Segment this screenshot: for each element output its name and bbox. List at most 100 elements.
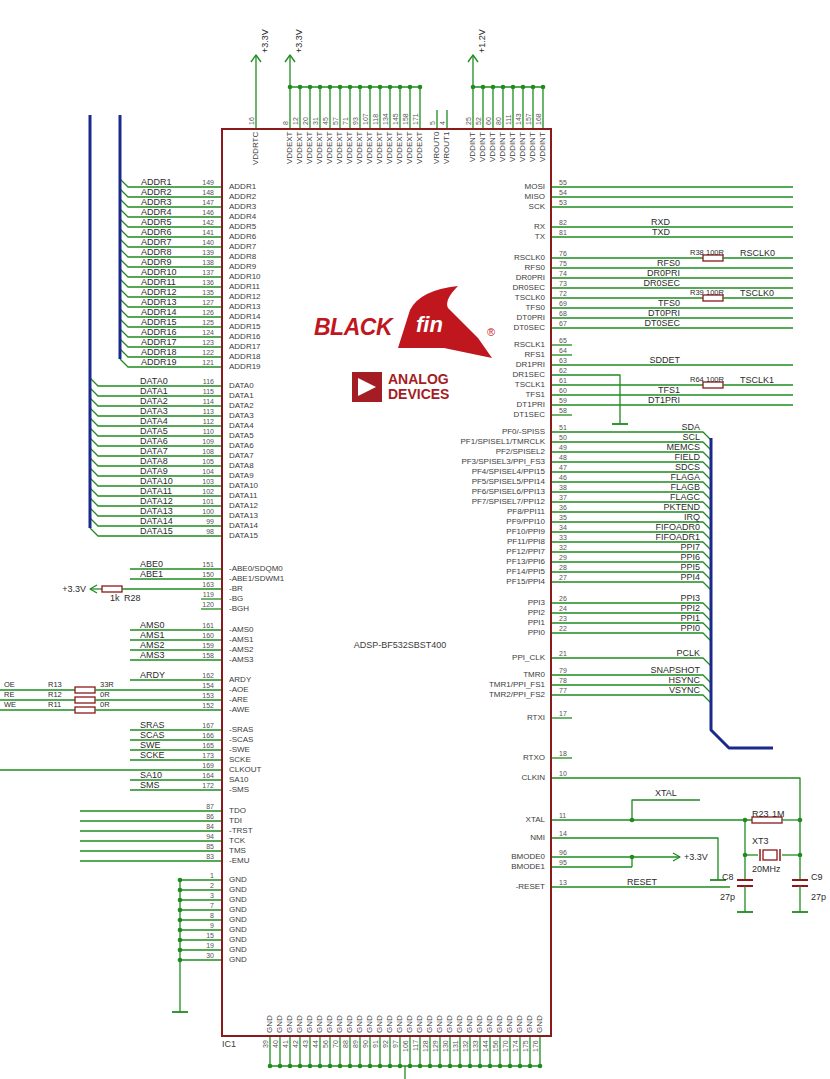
pin-number: 28 <box>559 564 567 571</box>
net-label: PPI5 <box>680 563 700 571</box>
net-label: DATA15 <box>140 527 173 535</box>
pin-number: 93 <box>352 117 359 125</box>
pin-name: RSCLK0 <box>514 254 545 262</box>
pin-number: 24 <box>559 605 567 612</box>
wire <box>552 344 572 345</box>
part-label: R28 <box>124 593 141 603</box>
pin-name: PF7/SPISEL7/PPI12 <box>472 498 545 506</box>
ground-symbol <box>612 423 628 425</box>
pin-name: TCK <box>229 837 245 845</box>
net-label: ADDR8 <box>141 248 172 256</box>
wire <box>339 1037 340 1066</box>
pin-number: 1 <box>210 872 214 879</box>
wire <box>120 309 221 317</box>
wire <box>120 289 221 297</box>
supply-arrow <box>90 585 97 593</box>
pin-name: -SMS <box>229 786 249 794</box>
net-label: DATA8 <box>140 457 168 465</box>
pin-number: 130 <box>442 1040 449 1052</box>
pin-number: 136 <box>202 279 214 286</box>
net-label: SDCS <box>675 463 700 471</box>
pin-number: 7 <box>210 902 214 909</box>
net-label: ADDR19 <box>141 358 177 366</box>
pin-number: 159 <box>202 642 214 649</box>
wire <box>552 856 632 857</box>
pin-number: 137 <box>202 269 214 276</box>
wire <box>120 329 221 337</box>
wire <box>449 1037 450 1066</box>
pin-number: 135 <box>202 289 214 296</box>
pin-name: -BGH <box>229 605 249 613</box>
wire <box>90 528 221 536</box>
pin-name: DT0SEC <box>513 324 545 332</box>
net-label: FIELD <box>674 453 700 461</box>
wire <box>552 757 572 758</box>
wire <box>130 789 221 790</box>
pin-number: 27 <box>559 574 567 581</box>
pin-number: 94 <box>206 833 214 840</box>
wire <box>512 87 513 128</box>
pin-number: 12 <box>292 117 299 125</box>
pin-name: -BG <box>229 595 243 603</box>
wire <box>120 239 221 247</box>
pin-number: 20 <box>302 117 309 125</box>
wire <box>552 552 711 560</box>
pin-name: SCKE <box>229 756 251 764</box>
pin-name: DATA12 <box>229 502 258 510</box>
pin-name: ADDR12 <box>229 293 261 301</box>
wire <box>632 800 700 820</box>
wire <box>509 1037 510 1066</box>
pin-name: PF6/SPISEL6/PPI13 <box>472 488 545 496</box>
pin-number: 69 <box>559 300 567 307</box>
wire <box>552 404 793 405</box>
pin-name: PPI1 <box>528 619 545 627</box>
net-label: DATA9 <box>140 467 168 475</box>
pin-number: 81 <box>559 229 567 236</box>
ground-symbol <box>737 911 753 913</box>
wire <box>349 87 350 128</box>
net-label: ADDR9 <box>141 258 172 266</box>
pin-name: GND <box>276 1015 284 1033</box>
wire <box>379 87 380 128</box>
pin-name: GND <box>229 936 247 944</box>
pin-number: 90 <box>362 1040 369 1048</box>
pin-name: PPI2 <box>528 609 545 617</box>
pin-number: 154 <box>202 682 214 689</box>
supply-label: +3.3V <box>260 29 270 53</box>
wire <box>290 86 420 87</box>
pin-number: 99 <box>206 518 214 525</box>
pin-name: DATA2 <box>229 402 254 410</box>
part-label: 1k <box>110 593 120 603</box>
pin-name: GND <box>516 1015 524 1033</box>
wire <box>95 709 221 710</box>
net-label: ADDR17 <box>141 338 177 346</box>
pin-number: 9 <box>210 922 214 929</box>
pin-number: 83 <box>206 853 214 860</box>
net-label: DT0SEC <box>644 319 680 327</box>
pin-number: 158 <box>202 652 214 659</box>
pin-number: 76 <box>559 250 567 257</box>
net-label: ADDR3 <box>141 198 172 206</box>
pin-number: 111 <box>505 114 512 125</box>
pin-number: 19 <box>206 942 214 949</box>
pin-name: PF2/SPISEL2 <box>496 448 545 456</box>
pin-name: PPI3 <box>528 599 545 607</box>
pin-name: TMR1/PPI_FS1 <box>489 681 545 689</box>
wire <box>502 87 503 128</box>
wire <box>744 820 745 880</box>
wire <box>552 633 711 641</box>
pin-number: 95 <box>559 859 567 866</box>
net-label: TSCLK0 <box>740 289 774 297</box>
net-label: PCLK <box>676 649 700 657</box>
pin-name: SCK <box>529 203 545 211</box>
pin-name: PF10/PPI9 <box>506 528 545 536</box>
pin-name: TMS <box>229 847 246 855</box>
pin-number: 32 <box>559 544 567 551</box>
wire <box>479 1037 480 1066</box>
pin-number: 147 <box>202 199 214 206</box>
pin-number: 138 <box>202 259 214 266</box>
pin-name: GND <box>286 1015 294 1033</box>
pin-number: 13 <box>559 879 567 886</box>
net-label: DATA11 <box>140 487 172 495</box>
